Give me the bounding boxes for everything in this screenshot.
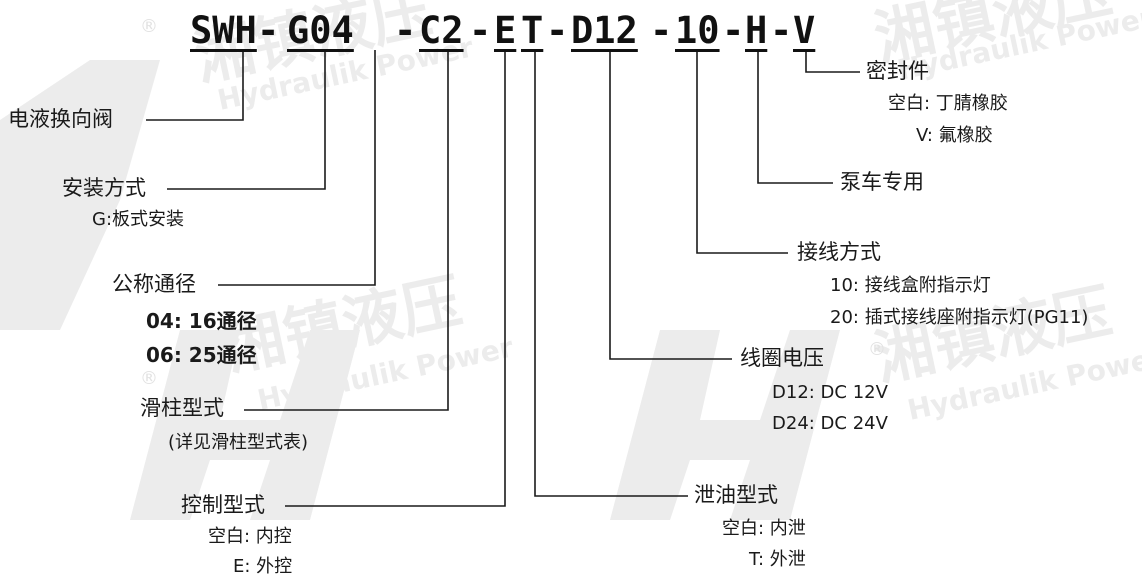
mount-option-g: G:板式安装 bbox=[92, 209, 185, 230]
pump-title: 泵车专用 bbox=[840, 170, 924, 194]
code-g04: G04 bbox=[287, 9, 354, 52]
drain-option-external: T: 外泄 bbox=[749, 549, 806, 570]
line-spool bbox=[244, 50, 449, 411]
registered-mark-2: ® bbox=[140, 368, 158, 389]
line-wiring bbox=[696, 50, 788, 254]
line-coil bbox=[609, 50, 732, 360]
code-h: H bbox=[745, 9, 768, 52]
wiring-option-10: 10: 接线盒附指示灯 bbox=[830, 275, 991, 296]
hp-logo-center bbox=[130, 330, 360, 520]
spool-title: 滑柱型式 bbox=[140, 396, 224, 420]
code-dash: - bbox=[770, 9, 793, 52]
coil-option-d12: D12: DC 12V bbox=[772, 382, 888, 403]
code-dash: - bbox=[546, 9, 569, 52]
line-seal bbox=[805, 50, 860, 73]
code-v: V bbox=[793, 9, 816, 52]
seal-title: 密封件 bbox=[866, 59, 929, 83]
wiring-title: 接线方式 bbox=[797, 240, 881, 264]
pilot-title: 控制型式 bbox=[181, 493, 265, 517]
line-drain bbox=[534, 50, 688, 497]
hp-logo-right bbox=[610, 330, 840, 520]
code-swh: SWH bbox=[190, 9, 257, 52]
drain-title: 泄油型式 bbox=[694, 483, 778, 507]
type-title: 电液换向阀 bbox=[8, 107, 113, 131]
line-mount bbox=[167, 50, 326, 190]
mount-title: 安装方式 bbox=[62, 176, 146, 200]
registered-mark-1: ® bbox=[140, 16, 158, 37]
code-e: E bbox=[494, 9, 517, 52]
code-10: 10 bbox=[675, 9, 720, 52]
code-dash: - bbox=[650, 9, 673, 52]
pilot-option-external: E: 外控 bbox=[233, 556, 293, 577]
line-pilot bbox=[285, 50, 506, 507]
line-type bbox=[146, 50, 244, 121]
pilot-option-internal: 空白: 内控 bbox=[208, 526, 292, 547]
line-pump bbox=[757, 50, 833, 184]
seal-option-nbr: 空白: 丁腈橡胶 bbox=[888, 93, 1008, 114]
size-option-04: 04: 16通径 bbox=[146, 309, 257, 333]
code-c2: C2 bbox=[419, 9, 464, 52]
code-dash: - bbox=[469, 9, 492, 52]
hp-logo-left bbox=[0, 60, 160, 330]
seal-option-fkm: V: 氟橡胶 bbox=[916, 125, 993, 146]
size-title: 公称通径 bbox=[112, 272, 196, 296]
code-dash: - bbox=[394, 9, 417, 52]
wiring-option-20: 20: 插式接线座附指示灯(PG11) bbox=[830, 307, 1089, 328]
size-option-06: 06: 25通径 bbox=[146, 343, 257, 367]
registered-mark-3: ® bbox=[868, 339, 886, 360]
coil-option-d24: D24: DC 24V bbox=[772, 413, 888, 434]
code-t: T bbox=[521, 9, 544, 52]
drain-option-internal: 空白: 内泄 bbox=[722, 518, 806, 539]
code-dash: - bbox=[722, 9, 745, 52]
coil-title: 线圈电压 bbox=[740, 346, 824, 370]
code-d12: D12 bbox=[571, 9, 638, 52]
spool-note: (详见滑柱型式表) bbox=[168, 432, 309, 453]
line-size bbox=[218, 50, 376, 286]
code-dash: - bbox=[257, 9, 280, 52]
